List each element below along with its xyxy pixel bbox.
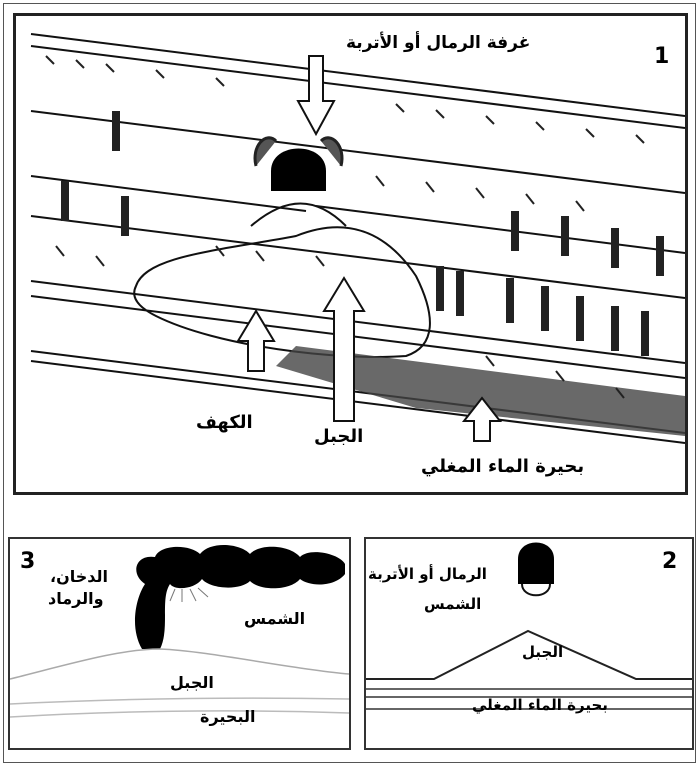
figure [611,306,619,351]
smoke-cloud [134,544,345,649]
panel-2: 2 الرمال أو الأتربة الشمس الجبل بحيرة ال… [364,537,694,750]
panel-3: 3 الدخان، والرماد الشمس الجبل البحيرة [8,537,351,750]
lake-line-bottom [10,710,349,718]
figure [61,181,69,221]
register-line [30,110,685,194]
arrow-mountain [322,276,366,422]
lake-line-top [10,697,349,705]
arrow-chamber [296,55,336,137]
figure [611,228,619,268]
figure [121,196,129,236]
papyrus-illustration [30,33,685,444]
label-lake: بحيرة الماء المغلي [472,696,608,714]
register-line [30,280,685,364]
register-line [30,295,685,379]
figure [436,266,444,311]
figure [511,211,519,251]
label-smoke-line1: الدخان، [50,567,109,586]
mountain-outline [10,648,349,680]
register-line [30,33,685,117]
figure [641,311,649,356]
wing-left [253,136,278,167]
figure [112,111,120,151]
arrow-cave [236,309,276,372]
diagram-2 [366,542,692,710]
sand-chamber [518,542,554,584]
arrow-lake [461,396,503,442]
label-mountain: الجبل [170,673,214,692]
figure [506,278,514,323]
register-line [30,215,685,299]
label-mountain: الجبل [522,643,564,661]
figure [656,236,664,276]
diagram-3 [10,544,349,718]
label-lake: بحيرة الماء المغلي [421,456,585,477]
register-line [315,205,685,254]
figure [576,296,584,341]
mountain-peak-outline [250,202,347,227]
label-sun: الشمس [244,609,306,628]
panel-number: 1 [654,44,670,69]
register-line [30,360,685,444]
mountain-outline [366,629,692,680]
sand-chamber [271,148,326,191]
panel-number: 2 [662,549,678,574]
label-smoke-line2: والرماد [48,589,104,608]
label-sun: الشمس [424,595,482,613]
label-cave: الكهف [196,412,253,433]
panel-1: 1 غرفة الرمال أو الأتربة الكهف الجبل بحي… [13,13,688,495]
label-chamber: الرمال أو الأتربة [368,565,487,583]
label-lake: البحيرة [200,707,256,726]
wing-right [319,136,344,167]
label-chamber: غرفة الرمال أو الأتربة [346,33,531,53]
register-line [30,45,685,129]
cave-outline [133,226,431,358]
sun-shape [521,583,551,597]
figure [456,271,464,316]
panel-number: 3 [20,549,36,574]
label-mountain: الجبل [314,426,364,447]
figure [541,286,549,331]
register-line [30,175,307,212]
figure [561,216,569,256]
lake-band [276,346,685,436]
